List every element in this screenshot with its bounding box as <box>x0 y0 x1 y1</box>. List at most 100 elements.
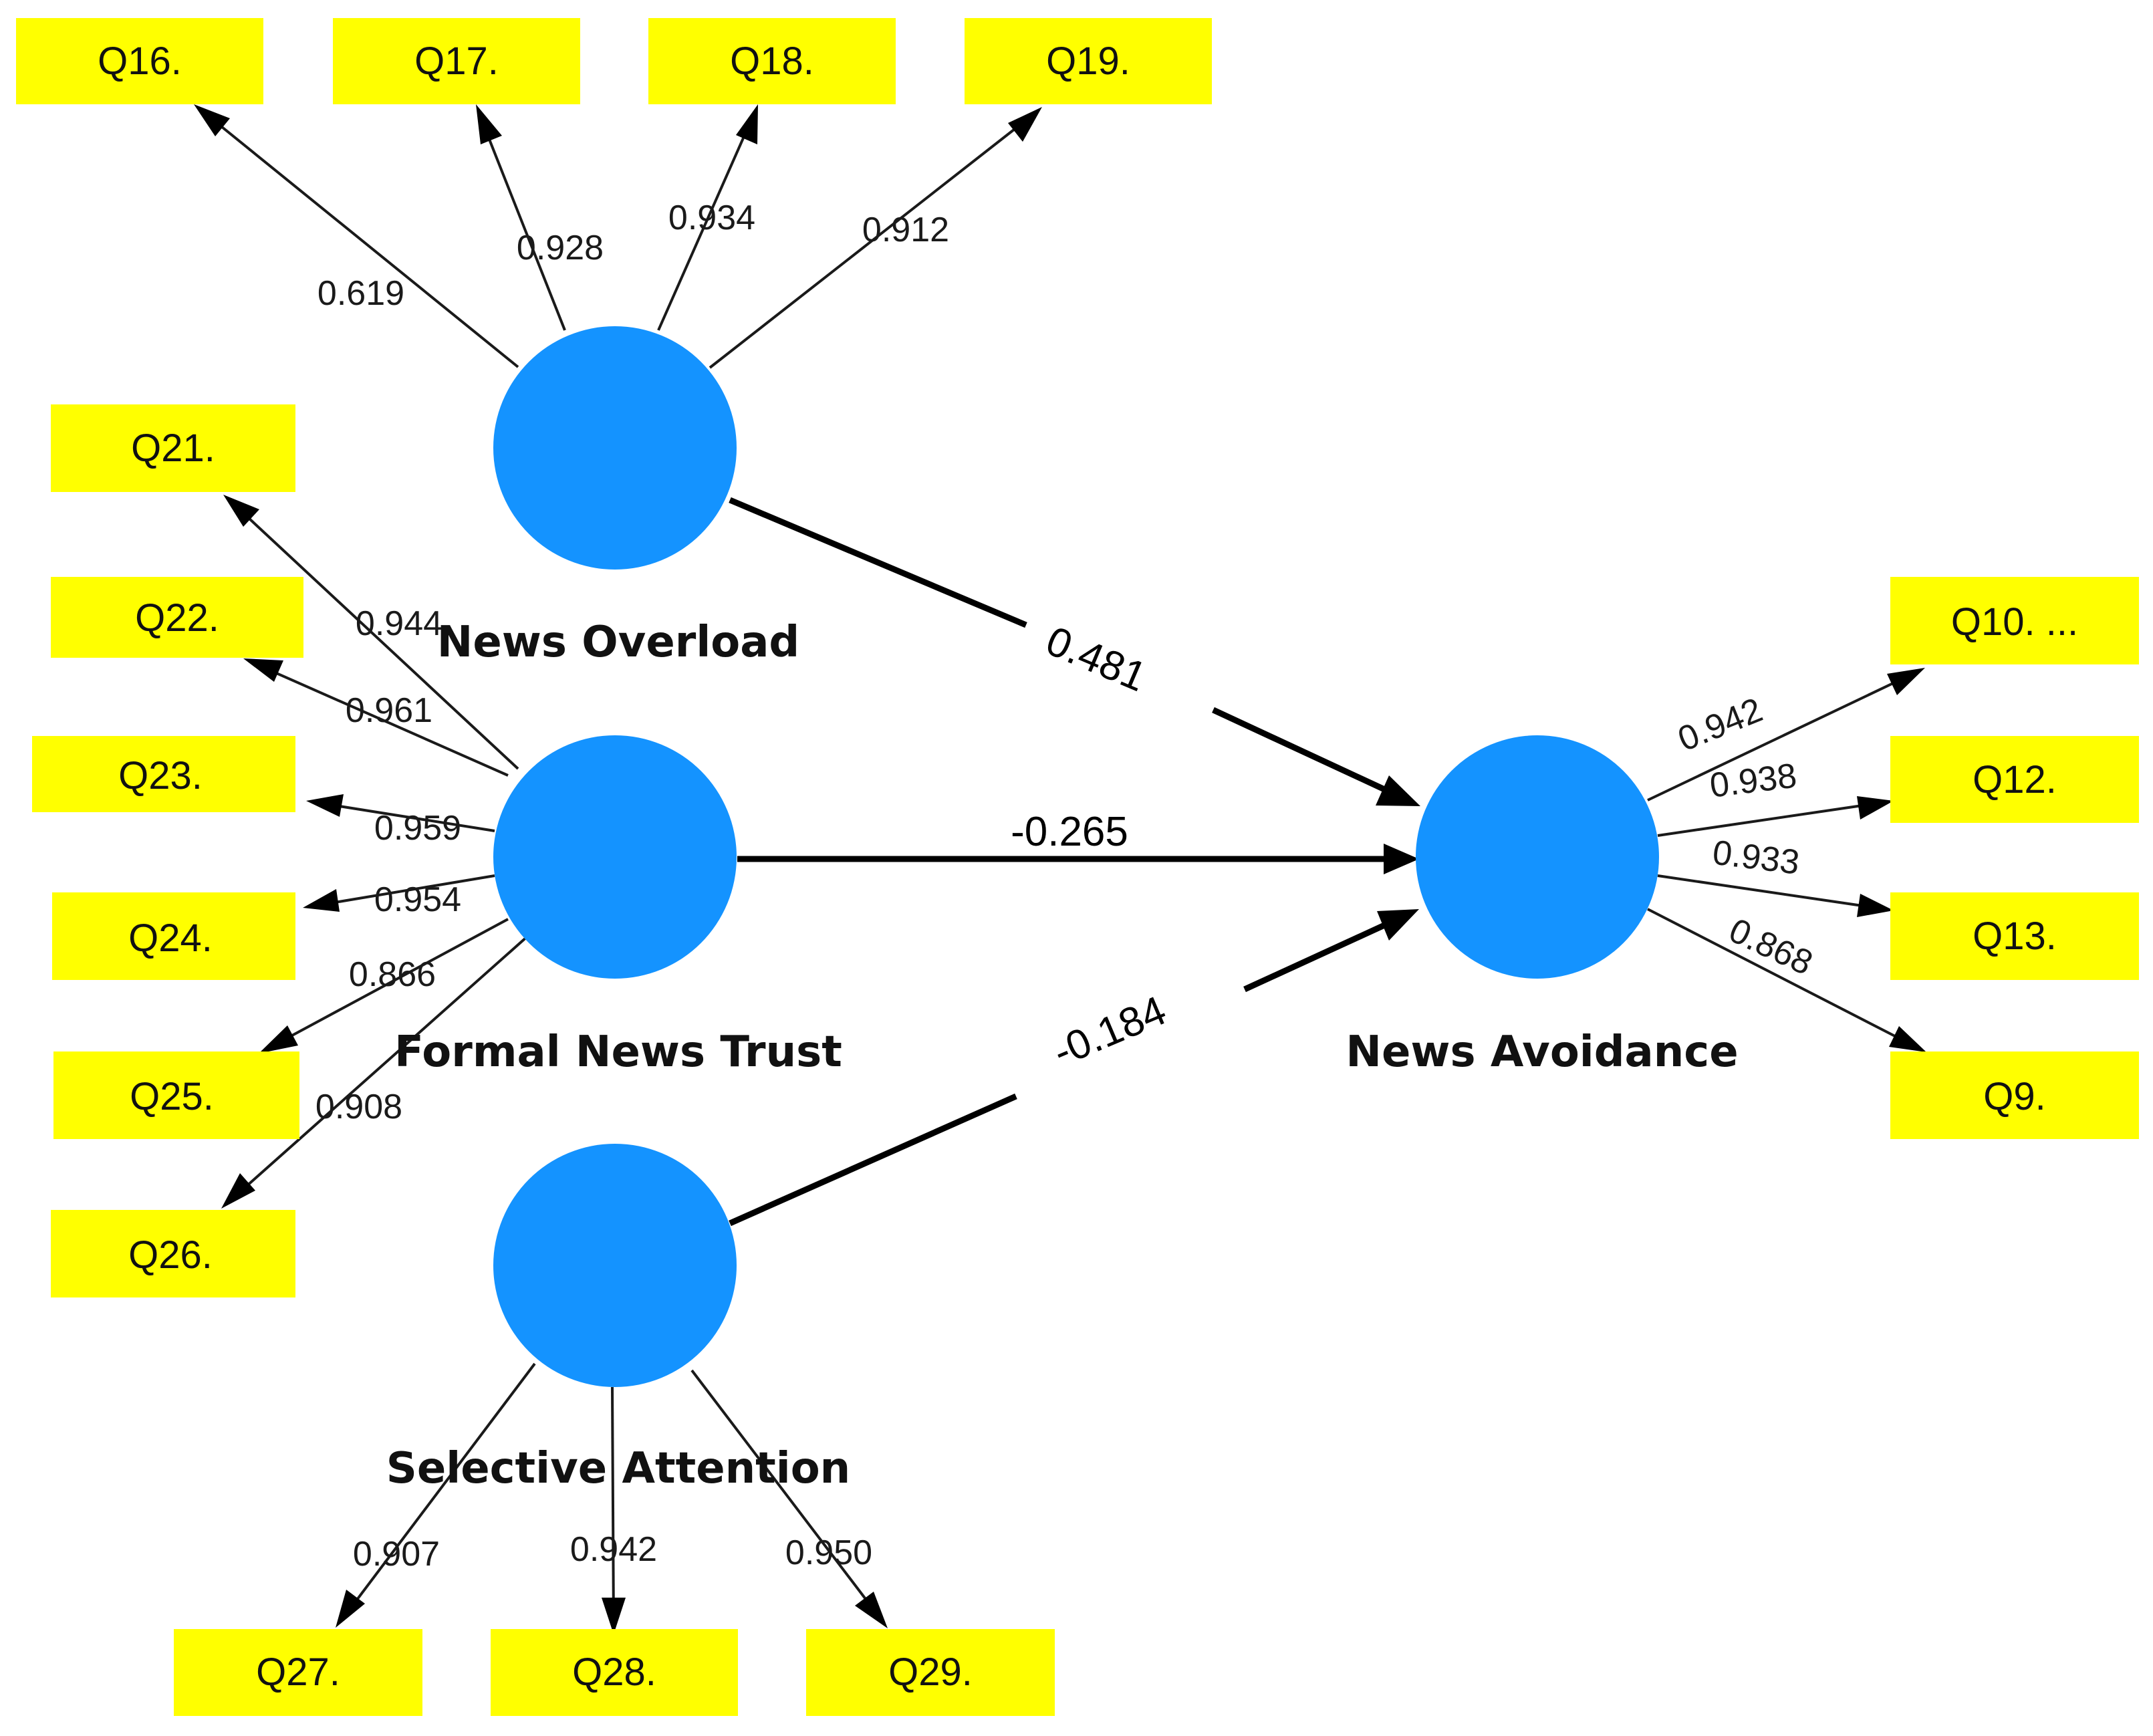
arrowhead-q29 <box>855 1592 888 1628</box>
arrowhead-q9 <box>1889 1026 1926 1052</box>
indicator-box-q18[interactable] <box>648 18 896 104</box>
path-overload-to-avoidance-seg2 <box>1212 707 1392 795</box>
loading-arrow-q22 <box>250 660 509 777</box>
latent-node-selective-attention[interactable] <box>493 1144 737 1387</box>
arrowhead-q16 <box>194 104 230 136</box>
indicator-label-q26: Q26. <box>128 1233 213 1277</box>
path-overload-to-avoidance-seg1 <box>729 497 1027 628</box>
indicator-box-q21[interactable] <box>51 404 295 492</box>
indicator-label-q12: Q12. <box>1973 758 2057 801</box>
arrowhead-q17 <box>476 104 502 144</box>
inner-model-paths <box>729 497 1420 1227</box>
arrowhead-q13 <box>1857 894 1894 917</box>
path-coefficient-attention: -0.184 <box>1047 987 1173 1076</box>
indicator-label-q23: Q23. <box>118 754 203 797</box>
indicator-label-q21: Q21. <box>131 426 215 470</box>
indicator-box-q10[interactable] <box>1890 577 2139 664</box>
loading-label-q16: 0.619 <box>318 274 404 313</box>
indicator-box-q12[interactable] <box>1890 736 2139 823</box>
loading-arrow-q18 <box>657 112 756 331</box>
path-coefficient-labels: 0.481 -0.265 -0.184 <box>1011 618 1172 1076</box>
loading-label-q13: 0.933 <box>1711 833 1801 882</box>
indicator-label-q9: Q9. <box>1983 1075 2046 1118</box>
indicator-box-q16[interactable] <box>16 18 263 104</box>
loading-label-q28: 0.942 <box>570 1530 657 1569</box>
loading-arrow-q24 <box>310 874 495 908</box>
outer-model-arrows <box>194 104 1926 1634</box>
indicator-label-q19: Q19. <box>1046 39 1130 83</box>
arrowhead-q10 <box>1887 668 1925 695</box>
arrowhead-q19 <box>1008 107 1042 142</box>
loading-label-q24: 0.954 <box>374 880 461 919</box>
indicator-box-q13[interactable] <box>1890 892 2139 980</box>
loading-label-q29: 0.950 <box>785 1533 872 1572</box>
indicator-label-q24: Q24. <box>128 916 213 960</box>
loading-arrow-q19 <box>709 111 1037 369</box>
indicator-label-q13: Q13. <box>1973 914 2057 958</box>
indicator-box-q28[interactable] <box>491 1629 738 1716</box>
loading-arrow-q23 <box>313 801 495 832</box>
latent-node-news-avoidance[interactable] <box>1416 735 1659 979</box>
indicator-box-q23[interactable] <box>32 736 295 812</box>
loading-label-q25: 0.866 <box>349 955 436 994</box>
loading-label-q27: 0.907 <box>353 1535 440 1574</box>
latent-node-news-overload[interactable] <box>493 326 737 570</box>
indicator-box-q19[interactable] <box>965 18 1212 104</box>
arrowhead-q24 <box>303 889 340 912</box>
indicator-box-q24[interactable] <box>52 892 295 980</box>
loading-arrow-q29 <box>690 1369 884 1622</box>
arrowhead-overload-to-avoidance <box>1376 775 1420 806</box>
path-coefficient-trust: -0.265 <box>1011 809 1128 855</box>
loading-label-q21: 0.944 <box>356 604 442 643</box>
indicators: Q16. Q17. Q18. Q19. Q21. Q22. Q23. Q24. … <box>16 18 2139 1716</box>
loading-arrow-q28 <box>611 1386 615 1626</box>
arrowhead-trust-to-avoidance <box>1384 844 1419 874</box>
indicator-box-q25[interactable] <box>53 1051 299 1139</box>
latent-label-selective-attention: Selective Attention <box>386 1444 850 1493</box>
latent-label-news-overload: News Overload <box>437 618 799 667</box>
arrowhead-q21 <box>223 495 259 527</box>
arrowhead-q26 <box>221 1173 255 1209</box>
loading-arrow-q17 <box>477 112 566 331</box>
loading-label-q18: 0.934 <box>668 199 755 237</box>
loading-label-q19: 0.912 <box>862 211 949 249</box>
indicator-label-q16: Q16. <box>98 39 182 83</box>
loading-label-q22: 0.961 <box>346 691 432 730</box>
arrowhead-q28 <box>602 1598 626 1634</box>
indicator-label-q22: Q22. <box>135 596 219 640</box>
indicator-label-q17: Q17. <box>414 39 499 83</box>
indicator-box-q27[interactable] <box>174 1629 422 1716</box>
indicator-label-q25: Q25. <box>130 1075 214 1118</box>
arrowhead-attention-to-avoidance <box>1377 909 1419 941</box>
loading-label-q23: 0.959 <box>374 809 461 848</box>
indicator-box-q22[interactable] <box>51 577 303 658</box>
loading-arrow-q13 <box>1657 874 1886 910</box>
latent-node-formal-news-trust[interactable] <box>493 735 737 979</box>
path-coefficient-overload: 0.481 <box>1039 618 1153 701</box>
indicator-label-q28: Q28. <box>572 1650 656 1694</box>
latent-label-news-avoidance: News Avoidance <box>1346 1027 1738 1077</box>
indicator-label-q29: Q29. <box>888 1650 973 1694</box>
loading-label-q26: 0.908 <box>315 1088 402 1126</box>
loading-arrow-q25 <box>265 918 509 1051</box>
arrowhead-q12 <box>1857 796 1894 820</box>
indicator-box-q9[interactable] <box>1890 1051 2139 1139</box>
indicator-box-q29[interactable] <box>806 1629 1055 1716</box>
latent-label-formal-news-trust: Formal News Trust <box>394 1027 842 1077</box>
loading-arrow-q16 <box>199 108 519 368</box>
indicator-box-q17[interactable] <box>333 18 580 104</box>
loading-arrow-q9 <box>1647 908 1919 1049</box>
loading-arrow-q10 <box>1647 670 1918 801</box>
loading-arrow-q12 <box>1657 801 1886 837</box>
indicator-label-q10: Q10. ... <box>1951 600 2078 644</box>
indicator-label-q27: Q27. <box>256 1650 340 1694</box>
latent-variables: News Overload Formal News Trust Selectiv… <box>386 326 1739 1493</box>
indicator-label-q18: Q18. <box>730 39 814 83</box>
arrowhead-q27 <box>336 1590 365 1628</box>
path-attention-to-avoidance-seg2 <box>1243 919 1392 993</box>
arrowhead-q23 <box>306 794 344 817</box>
indicator-box-q26[interactable] <box>51 1210 295 1297</box>
loading-label-q17: 0.928 <box>517 229 604 267</box>
loading-labels: 0.619 0.928 0.934 0.912 0.944 0.961 0.95… <box>315 199 1818 1574</box>
